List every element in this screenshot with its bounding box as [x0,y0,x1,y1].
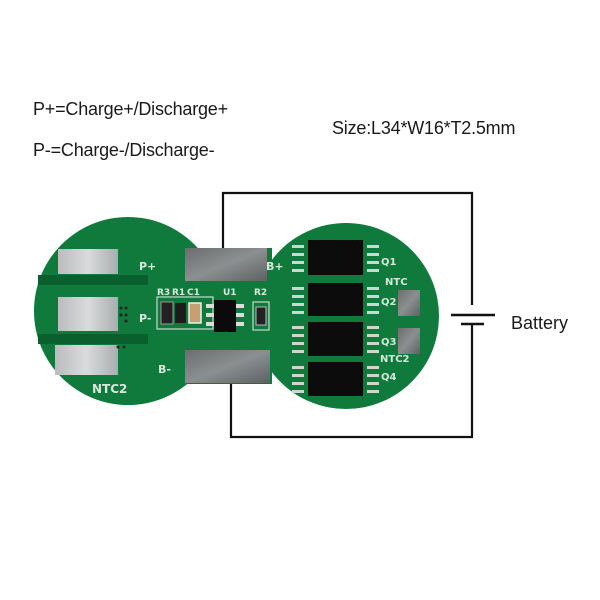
label-b-plus: B+ [266,260,284,273]
label-q4: Q4 [381,372,397,383]
circuit-wires [221,191,474,439]
label-q3: Q3 [381,337,397,348]
label-ntc2-right: NTC2 [380,354,410,365]
battery-label: Battery [511,313,569,333]
label-q1: Q1 [381,257,397,268]
b-plus-pad [185,248,267,281]
battery-symbol-icon [451,313,495,326]
mosfet-q3 [308,322,363,356]
mosfet-q4 [308,362,363,396]
mosfet-chips [292,240,379,396]
label-u1: U1 [223,288,237,298]
b-minus-pad [185,350,270,383]
ntc2-pad [398,328,420,354]
caption-size: Size:L34*W16*T2.5mm [332,118,516,138]
label-r1: R1 [172,288,185,298]
label-p-minus: P- [139,312,151,325]
smd-components [156,296,270,332]
label-r3: R3 [157,288,170,298]
label-q2: Q2 [381,297,397,308]
ntc-pad [398,290,420,316]
label-b-minus: B- [158,363,171,376]
label-r2: R2 [254,288,267,298]
silkscreen-labels: P+ P- B+ B- NTC2 R3 R1 C1 U1 R2 Q1 NTC Q… [92,257,410,396]
caption-p-plus: P+=Charge+/Discharge+ [33,99,228,119]
caption-p-minus: P-=Charge-/Discharge- [33,140,215,160]
mosfet-q1 [308,240,363,275]
label-ntc: NTC [385,277,408,288]
mosfet-q2 [308,283,363,316]
label-ntc2-left: NTC2 [92,382,127,396]
label-c1: C1 [187,288,200,298]
label-p-plus: P+ [139,260,156,273]
left-pads [55,249,128,375]
